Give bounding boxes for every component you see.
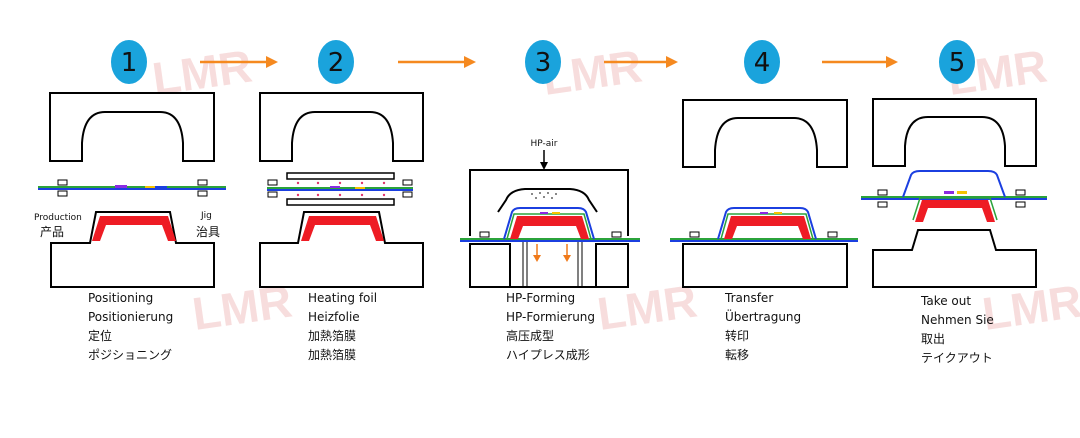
caption-line-en: Heating foil — [308, 291, 378, 305]
step-circle-2: 2 — [318, 40, 354, 84]
step-2-diagram — [259, 92, 424, 288]
lower-jig — [469, 243, 629, 288]
caption-line-jp: 加熱箔膜 — [308, 348, 357, 362]
step-circle-4: 4 — [744, 40, 780, 84]
jig-clamps — [267, 179, 413, 198]
step-1-annotations: Production 产品 Jig 治具 — [34, 211, 220, 239]
caption-line-en: Positioning — [88, 291, 154, 305]
caption-line-cn: 转印 — [725, 329, 750, 343]
lower-jig — [50, 211, 215, 288]
step-4-diagram — [670, 99, 858, 288]
caption-line-de: Heizfolie — [308, 310, 360, 324]
step-circle-3: 3 — [525, 40, 561, 84]
heater-plate-top — [286, 172, 395, 180]
caption-line-de: Nehmen Sie — [921, 313, 994, 327]
caption-line-cn: 加熱箔膜 — [308, 329, 357, 343]
heater-dots — [296, 181, 386, 197]
air-flow — [531, 192, 557, 199]
upper-mold — [497, 188, 598, 213]
step-number: 1 — [121, 48, 138, 78]
product — [92, 216, 176, 241]
step-5-caption: Take out Nehmen Sie 取出 テイクアウト — [921, 292, 994, 368]
caption-line-cn: 取出 — [921, 332, 946, 346]
jig-label-cn: 治具 — [196, 225, 220, 239]
caption-line-jp: ポジショニング — [88, 348, 173, 362]
lower-jig — [682, 243, 848, 288]
product — [301, 216, 384, 241]
transfer-foil — [861, 196, 1047, 200]
arrow-right-icon — [200, 56, 278, 68]
upper-mold — [872, 98, 1037, 167]
caption-line-jp: ハイプレス成形 — [506, 348, 590, 362]
transfer-foil — [670, 238, 858, 242]
caption-line-jp: テイクアウト — [921, 351, 993, 365]
caption-line-en: Transfer — [725, 291, 774, 305]
step-3-caption: HP-Forming HP-Formierung 高压成型 ハイプレス成形 — [506, 289, 595, 365]
step-number: 3 — [535, 48, 552, 78]
jig-clamps — [877, 189, 1026, 208]
lower-jig — [872, 229, 1037, 288]
step-3-diagram — [460, 150, 640, 288]
product — [724, 216, 811, 239]
arrow-right-icon — [604, 56, 678, 68]
step-number: 5 — [949, 48, 966, 78]
lower-jig — [259, 211, 424, 288]
step-1-caption: Positioning Positionierung 定位 ポジショニング — [88, 289, 173, 365]
step-circle-1: 1 — [111, 40, 147, 84]
formed-foil — [460, 238, 640, 242]
caption-line-en: Take out — [921, 294, 972, 308]
caption-line-cn: 定位 — [88, 329, 113, 343]
caption-line-en: HP-Forming — [506, 291, 576, 305]
hp-air-label: HP-air — [531, 139, 558, 149]
heater-plate-bottom — [286, 198, 395, 206]
formed-foil-dome — [503, 207, 595, 240]
pressure-chamber — [469, 169, 629, 236]
jig-label: Jig — [200, 211, 212, 221]
upper-mold — [49, 92, 215, 162]
caption-line-cn: 高压成型 — [506, 329, 555, 343]
production-label-cn: 产品 — [40, 225, 64, 239]
caption-line-de: HP-Formierung — [506, 310, 596, 324]
step-1-diagram — [38, 92, 226, 288]
jig-clamps — [57, 179, 208, 197]
step-number: 2 — [328, 48, 345, 78]
production-label: Production — [34, 213, 82, 223]
transfer-foil — [38, 185, 226, 190]
upper-mold — [259, 92, 424, 162]
hot-air-arrow-icon — [533, 244, 571, 262]
step-circle-5: 5 — [939, 40, 975, 84]
caption-line-jp: 転移 — [725, 348, 750, 362]
vacuum-channels — [522, 242, 583, 287]
caption-line-de: Positionierung — [88, 310, 174, 324]
product — [915, 200, 995, 222]
step-5-diagram — [861, 98, 1047, 288]
hp-air-arrow-icon — [540, 150, 548, 170]
transfer-foil — [267, 186, 413, 191]
product — [510, 216, 589, 239]
caption-line-de: Übertragung — [725, 310, 802, 324]
step-4-caption: Transfer Übertragung 转印 転移 — [725, 289, 801, 365]
arrow-right-icon — [398, 56, 476, 68]
step-2-caption: Heating foil Heizfolie 加熱箔膜 加熱箔膜 — [308, 289, 377, 365]
upper-mold — [682, 99, 848, 168]
arrow-right-icon — [822, 56, 898, 68]
step-number: 4 — [754, 48, 771, 78]
